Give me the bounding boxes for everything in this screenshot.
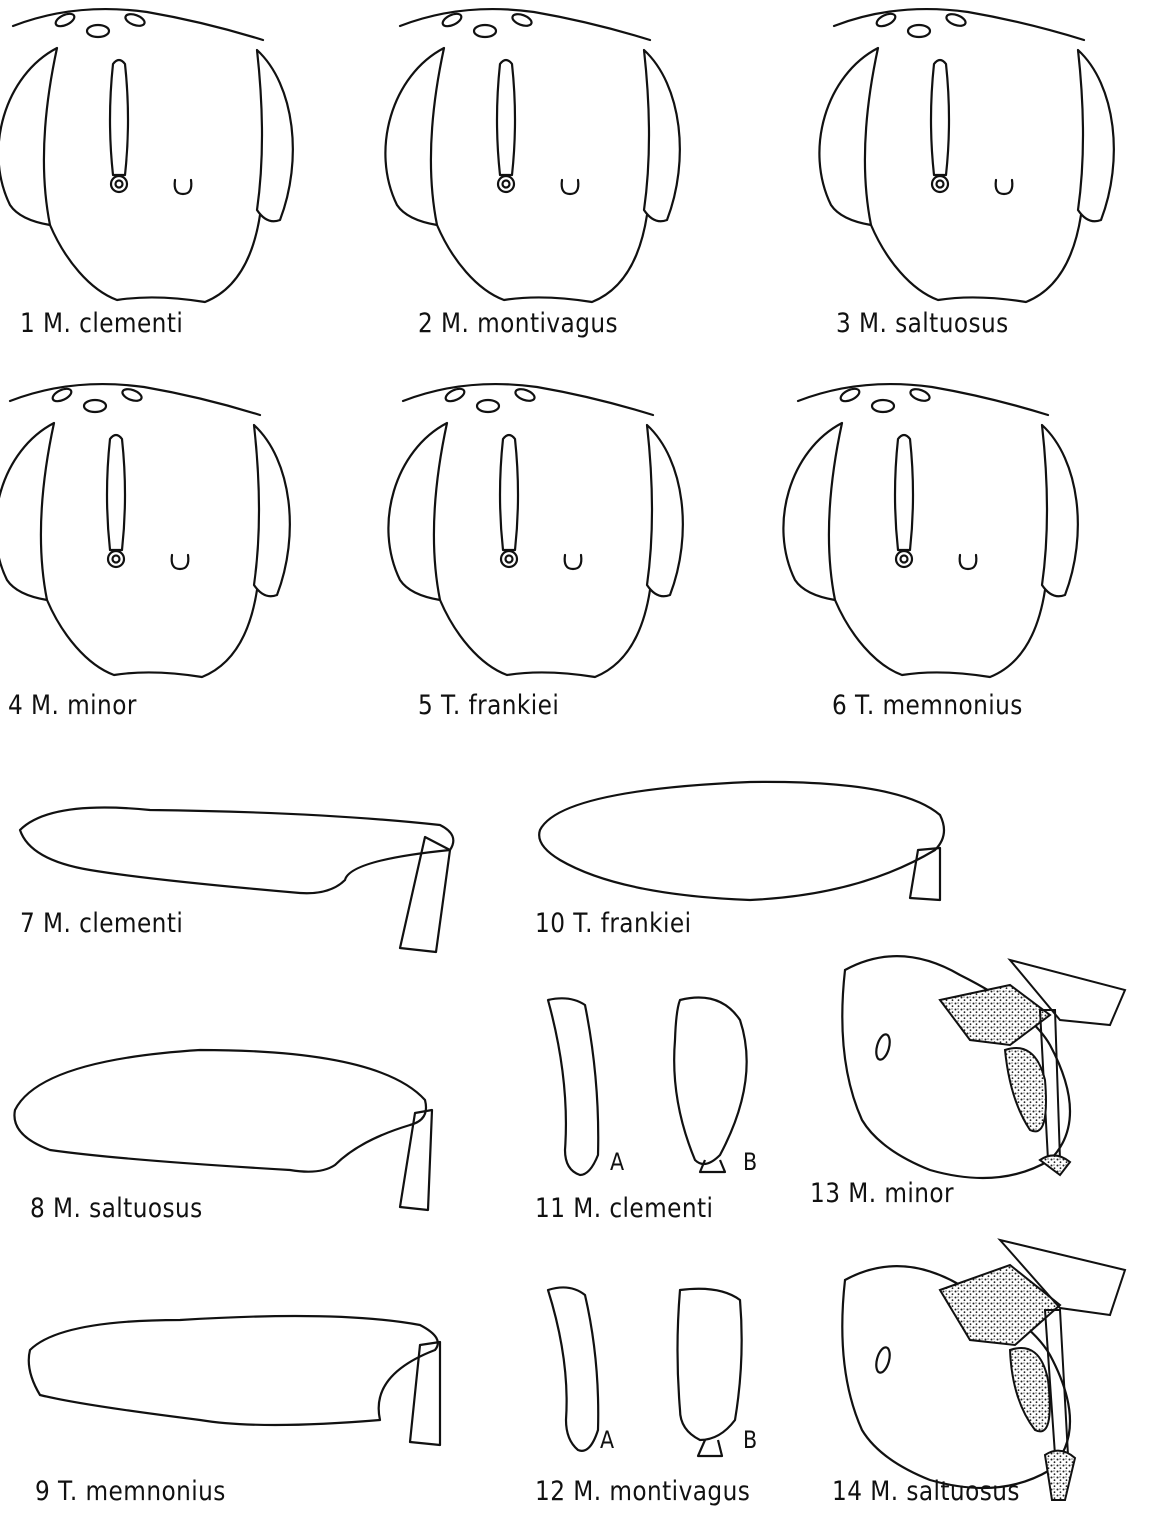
head-figure-1 <box>0 9 293 302</box>
caption-figure-12: 12 M. montivagus <box>535 1478 750 1505</box>
antenna-figure-11 <box>548 998 747 1176</box>
caption-figure-1: 1 M. clementi <box>20 310 183 337</box>
head-figure-5 <box>388 384 682 677</box>
head-figure-6 <box>783 384 1077 677</box>
caption-figure-3: 3 M. saltuosus <box>836 310 1009 337</box>
caption-figure-9: 9 T. memnonius <box>35 1478 226 1505</box>
caption-figure-6: 6 T. memnonius <box>832 692 1023 719</box>
genitalia-figure-13 <box>842 956 1125 1178</box>
caption-figure-14: 14 M. saltuosus <box>832 1478 1020 1505</box>
part-label-12b: B <box>743 1428 757 1452</box>
caption-figure-11: 11 M. clementi <box>535 1195 713 1222</box>
caption-figure-5: 5 T. frankiei <box>418 692 559 719</box>
caption-figure-7: 7 M. clementi <box>20 910 183 937</box>
head-figure-3 <box>819 9 1113 302</box>
wing-figure-10 <box>539 782 944 900</box>
caption-figure-13: 13 M. minor <box>810 1180 954 1207</box>
head-figure-2 <box>385 9 679 302</box>
caption-figure-8: 8 M. saltuosus <box>30 1195 203 1222</box>
part-label-11b: B <box>743 1150 757 1174</box>
caption-figure-10: 10 T. frankiei <box>535 910 691 937</box>
wing-figure-8 <box>14 1050 432 1210</box>
wing-figure-9 <box>29 1316 440 1445</box>
caption-figure-4: 4 M. minor <box>8 692 137 719</box>
antenna-figure-12 <box>548 1287 742 1456</box>
caption-figure-2: 2 M. montivagus <box>418 310 618 337</box>
part-label-11a: A <box>610 1150 624 1174</box>
part-label-12a: A <box>600 1428 614 1452</box>
genitalia-figure-14 <box>842 1240 1125 1500</box>
head-figure-4 <box>0 384 290 677</box>
